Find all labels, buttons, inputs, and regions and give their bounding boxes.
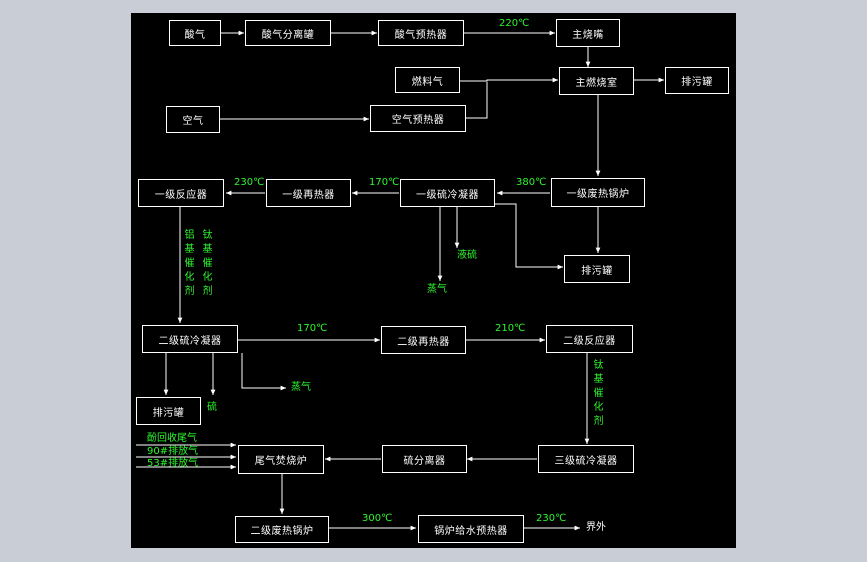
diagram-canvas: 酸气 酸气分离罐 酸气预热器 主烧嘴 220℃ 燃料气 主燃烧室 排污罐 空气 … bbox=[131, 13, 736, 548]
box-tail-incinerator: 尾气焚烧炉 bbox=[238, 445, 324, 474]
flow-line bbox=[495, 203, 563, 270]
box-drain-tank-low: 排污罐 bbox=[136, 397, 201, 425]
label-catalyst-ti-2: 钛基催化剂 bbox=[593, 360, 604, 427]
box-fuel-gas: 燃料气 bbox=[395, 67, 460, 93]
box-air: 空气 bbox=[166, 106, 220, 133]
flow-lines bbox=[136, 30, 664, 531]
box-first-condenser: 一级硫冷凝器 bbox=[400, 179, 495, 207]
label-temp-230-bottom: 230℃ bbox=[536, 513, 567, 524]
box-acid-separator: 酸气分离罐 bbox=[245, 20, 331, 46]
box-second-reactor: 二级反应器 bbox=[546, 325, 633, 353]
box-first-waste-boiler: 一级废热锅炉 bbox=[551, 178, 645, 207]
label-tank90-gas: 90#排放气 bbox=[147, 446, 199, 457]
label-temp-230-top: 230℃ bbox=[234, 177, 265, 188]
label-temp-170-mid: 170℃ bbox=[297, 323, 328, 334]
box-first-reactor: 一级反应器 bbox=[138, 179, 224, 207]
label-temp-300: 300℃ bbox=[362, 513, 393, 524]
label-sulfur: 硫 bbox=[207, 402, 217, 413]
box-drain-tank-mid: 排污罐 bbox=[564, 255, 630, 283]
label-tank53-gas: 53#排放气 bbox=[147, 458, 199, 469]
flow-line bbox=[241, 353, 286, 391]
flow-line bbox=[466, 82, 488, 119]
box-sulfur-separator: 硫分离器 bbox=[382, 445, 467, 473]
box-third-condenser: 三级硫冷凝器 bbox=[538, 445, 634, 473]
box-feedwater-preheater: 锅炉给水预热器 bbox=[418, 515, 524, 543]
label-outside: 界外 bbox=[586, 522, 606, 533]
box-air-preheater: 空气预热器 bbox=[370, 105, 466, 132]
flow-line bbox=[460, 77, 558, 83]
box-acid-gas: 酸气 bbox=[169, 20, 221, 46]
label-temp-170-top: 170℃ bbox=[369, 177, 400, 188]
label-liquid-sulfur: 液硫 bbox=[457, 250, 477, 261]
box-second-waste-boiler: 二级废热锅炉 bbox=[235, 516, 329, 543]
label-recovered-gas: 酚回收尾气 bbox=[147, 433, 197, 444]
box-main-furnace: 主燃烧室 bbox=[559, 67, 634, 95]
label-catalyst-al: 铝基催化剂 bbox=[184, 230, 195, 297]
box-second-reheater: 二级再热器 bbox=[381, 326, 466, 354]
label-catalyst-ti: 钛基催化剂 bbox=[202, 230, 213, 297]
label-temp-380: 380℃ bbox=[516, 177, 547, 188]
label-temp-220: 220℃ bbox=[499, 18, 530, 29]
box-main-burner: 主烧嘴 bbox=[556, 19, 620, 47]
box-second-condenser: 二级硫冷凝器 bbox=[142, 325, 238, 353]
box-drain-tank-top: 排污罐 bbox=[665, 67, 729, 94]
label-steam-1: 蒸气 bbox=[427, 284, 447, 295]
box-first-reheater: 一级再热器 bbox=[266, 179, 351, 207]
label-steam-2: 蒸气 bbox=[291, 382, 311, 393]
label-temp-210: 210℃ bbox=[495, 323, 526, 334]
box-acid-preheater: 酸气预热器 bbox=[378, 20, 464, 46]
